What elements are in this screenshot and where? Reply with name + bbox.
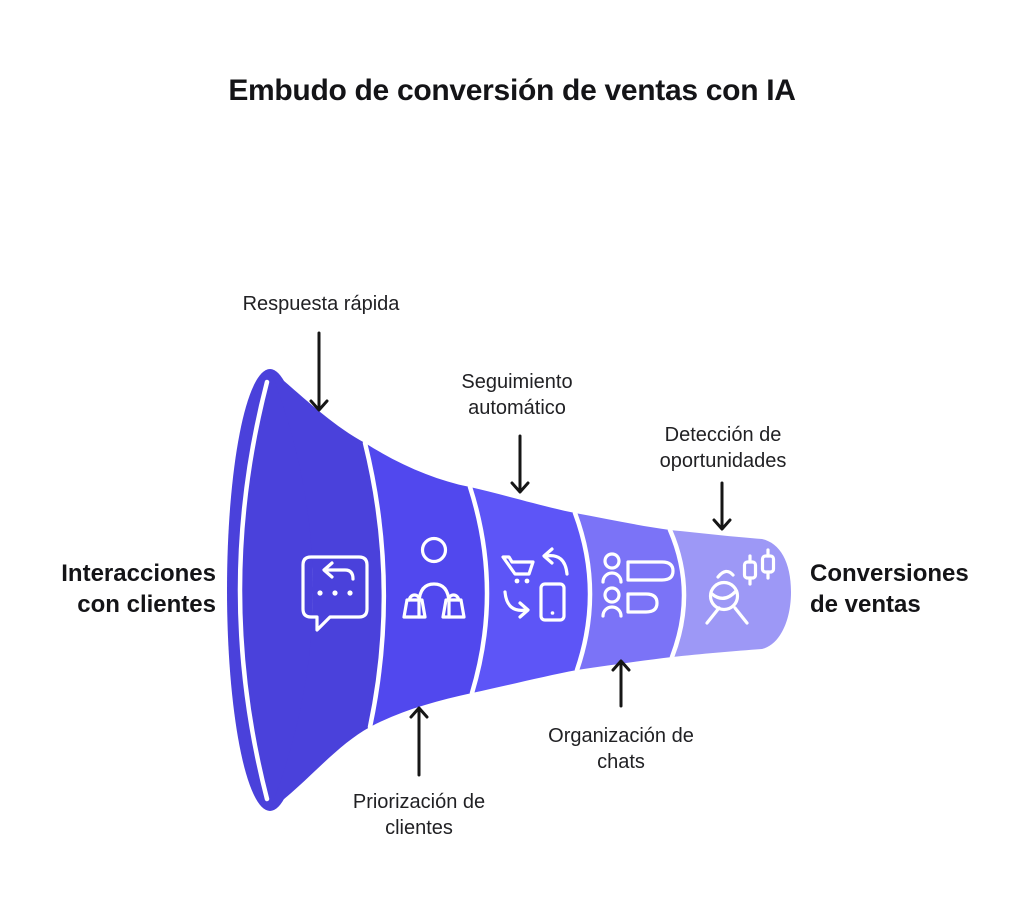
- annotation-line: oportunidades: [659, 450, 787, 472]
- people-list-icon: [601, 552, 675, 618]
- label-line: de ventas: [810, 591, 921, 618]
- arrow-organizacion-chats: [611, 659, 631, 708]
- separator-rim: [237, 379, 270, 802]
- annotation-line: chats: [597, 751, 645, 773]
- separator-2: [467, 484, 490, 696]
- annotation-line: Detección de: [664, 424, 782, 446]
- label-line: Interacciones: [61, 560, 216, 587]
- customer-bags-icon: [402, 536, 466, 619]
- person-chart-icon: [705, 548, 776, 625]
- separator-1: [362, 440, 387, 730]
- page-title: Embudo de conversión de ventas con IA: [228, 74, 796, 107]
- funnel-icons: [301, 536, 776, 632]
- funnel-output-label: Conversiones de ventas: [810, 558, 1010, 620]
- arrow-seguimiento-automatico: [510, 434, 530, 494]
- cart-phone-sync-icon: [501, 547, 569, 622]
- funnel-segment-4: [575, 513, 685, 670]
- label-line: con clientes: [77, 591, 216, 618]
- annotation-respuesta-rapida: Respuesta rápida: [243, 291, 400, 317]
- chat-reply-icon: [301, 555, 369, 632]
- label-line: Conversiones: [810, 560, 969, 587]
- annotation-deteccion-oportunidades: Detección de oportunidades: [660, 422, 787, 474]
- annotation-arrows: [309, 331, 732, 777]
- annotation-line: Priorización de: [352, 791, 486, 813]
- funnel-separators: [237, 379, 687, 802]
- funnel-input-label: Interacciones con clientes: [26, 558, 216, 620]
- funnel-segment-3: [470, 487, 591, 693]
- arrow-respuesta-rapida: [309, 331, 329, 412]
- arrow-deteccion-oportunidades: [712, 481, 732, 531]
- separator-3: [572, 510, 593, 673]
- annotation-line: Respuesta rápida: [242, 293, 400, 315]
- arrow-priorizacion-clientes: [409, 706, 429, 777]
- funnel-segment-5: [670, 530, 791, 657]
- annotation-line: Organización de: [548, 725, 694, 747]
- annotation-seguimiento-automatico: Seguimiento automático: [461, 369, 572, 421]
- annotation-line: Seguimiento: [461, 371, 573, 393]
- annotation-organizacion-chats: Organización de chats: [548, 723, 694, 775]
- funnel-segment-1: [270, 369, 384, 810]
- annotation-priorizacion-clientes: Priorización de clientes: [353, 789, 485, 841]
- separator-4: [667, 527, 687, 660]
- annotation-line: automático: [468, 397, 566, 419]
- annotation-line: clientes: [385, 817, 453, 839]
